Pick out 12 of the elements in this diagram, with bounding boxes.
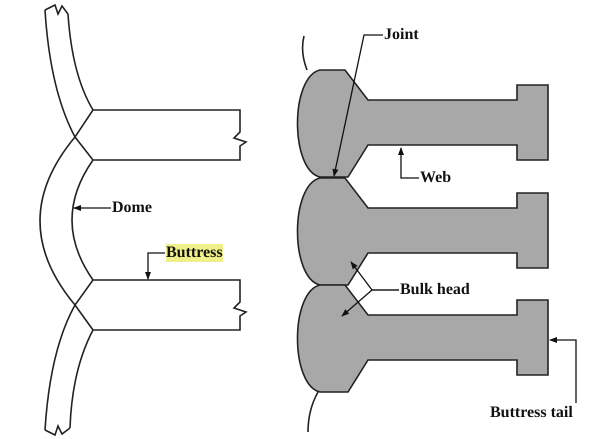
part-label: Bulk head (400, 281, 470, 299)
leader-line (341, 289, 399, 317)
leader-line (549, 337, 577, 403)
part-label: Dome (112, 199, 152, 217)
part-label: Buttress tail (490, 404, 573, 422)
leader-line (398, 147, 419, 179)
leader-line (145, 252, 165, 280)
part-label: Joint (384, 26, 419, 44)
part-label: Buttress (166, 244, 223, 262)
part-label: Web (420, 169, 452, 187)
leader-line (332, 34, 383, 177)
leader-line (73, 205, 111, 211)
